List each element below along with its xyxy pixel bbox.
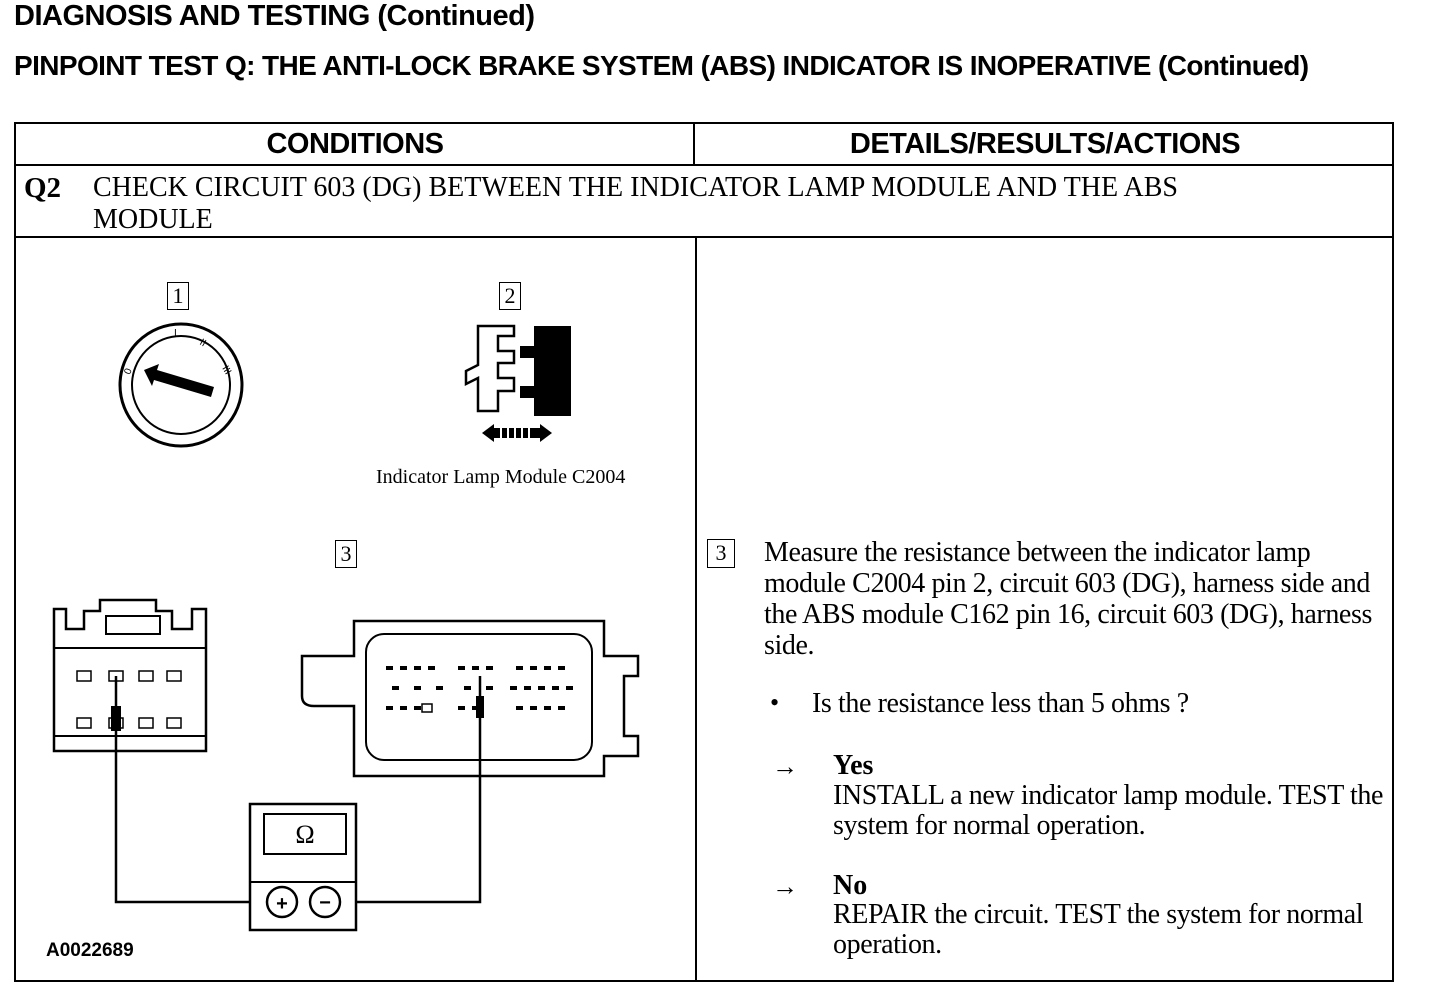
column-header-details: DETAILS/RESULTS/ACTIONS xyxy=(849,128,1241,160)
no-arrow-icon: → xyxy=(772,872,798,901)
step-title: CHECK CIRCUIT 603 (DG) BETWEEN THE INDIC… xyxy=(93,172,1178,235)
body-divider xyxy=(695,236,697,982)
meter-minus-label: − xyxy=(319,892,331,914)
ignition-pos-0: 0 xyxy=(122,367,134,376)
test-lead-negative xyxy=(114,676,252,904)
c2004-connector-face xyxy=(52,598,208,753)
pinpoint-test-title: PINPOINT TEST Q: THE ANTI-LOCK BRAKE SYS… xyxy=(14,50,1309,81)
c162-key xyxy=(421,703,433,713)
connector-caption: Indicator Lamp Module C2004 xyxy=(376,466,626,488)
ohm-symbol: Ω xyxy=(295,820,314,849)
page-title: DIAGNOSIS AND TESTING (Continued) xyxy=(14,0,535,32)
callout-3: 3 xyxy=(335,540,357,568)
callout-2: 2 xyxy=(499,282,521,310)
yes-action: INSTALL a new indicator lamp module. TES… xyxy=(833,780,1384,841)
c162-connector-face xyxy=(300,619,640,778)
question-bullet: • xyxy=(770,688,780,717)
detail-callout-3: 3 xyxy=(707,539,735,568)
test-question: Is the resistance less than 5 ohms ? xyxy=(812,688,1189,719)
c162-pin-rows xyxy=(386,666,573,710)
yes-arrow-icon: → xyxy=(772,752,798,781)
test-lead-positive xyxy=(352,676,482,904)
no-label: No xyxy=(833,870,868,901)
meter-plus-label: + xyxy=(276,893,288,915)
step-id: Q2 xyxy=(24,172,62,204)
header-rule xyxy=(16,164,1392,166)
ignition-pos-2: II xyxy=(198,337,208,349)
step-rule xyxy=(16,236,1392,238)
ignition-switch-icon: 0 I II III xyxy=(118,322,244,448)
figure-id: A0022689 xyxy=(46,940,134,961)
callout-1: 1 xyxy=(167,282,189,310)
ignition-pos-1: I xyxy=(174,328,177,339)
no-action: REPAIR the circuit. TEST the system for … xyxy=(833,899,1364,960)
measurement-instruction: Measure the resistance between the indic… xyxy=(764,537,1372,661)
pinpoint-test-table: CONDITIONS DETAILS/RESULTS/ACTIONS Q2 CH… xyxy=(14,122,1394,982)
header-divider xyxy=(693,124,695,166)
test-diagram: 0 I II III xyxy=(52,322,640,932)
column-header-conditions: CONDITIONS xyxy=(266,128,444,160)
connector-disconnect-icon xyxy=(464,324,571,442)
yes-label: Yes xyxy=(833,750,874,781)
ohmmeter-icon xyxy=(248,802,358,932)
